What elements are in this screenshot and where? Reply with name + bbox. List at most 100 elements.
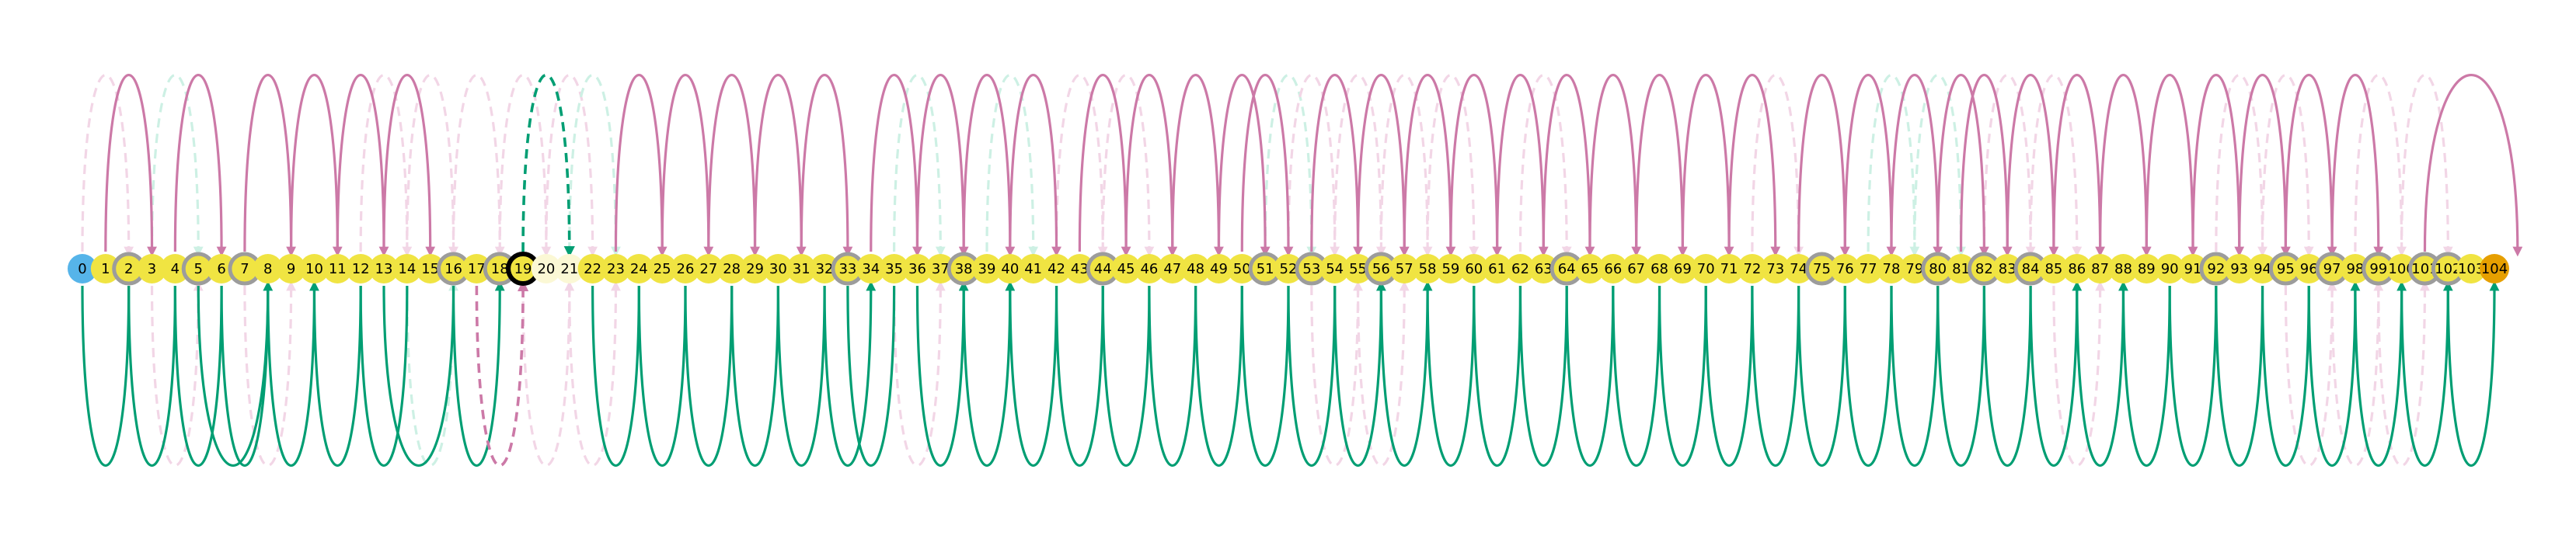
node-label: 82 (1975, 261, 1993, 277)
node-label: 95 (2277, 261, 2295, 277)
node-circle (1783, 254, 1814, 283)
bottom-arc (220, 280, 274, 467)
node-label: 59 (1441, 261, 1459, 277)
node-label: 5 (194, 261, 203, 277)
node-label: 80 (1929, 261, 1947, 277)
bottom-arc (267, 280, 319, 467)
node-87: 87 (2085, 254, 2115, 283)
node-circle (1737, 254, 1767, 283)
node-24: 24 (624, 254, 654, 283)
bottom-arc (173, 285, 223, 467)
top-arc (2145, 73, 2198, 257)
node-circle (972, 254, 1002, 283)
node-12: 12 (346, 254, 376, 283)
node-label: 85 (2044, 261, 2062, 277)
node-label: 49 (1210, 261, 1228, 277)
node-67: 67 (1621, 254, 1651, 283)
top-arc-faded (1101, 73, 1155, 257)
node-circle (1853, 254, 1884, 283)
bottom-arc (637, 285, 687, 467)
bottom-arc (127, 285, 176, 467)
node-0: 0 (68, 254, 97, 283)
node-label: 79 (1905, 261, 1923, 277)
node-72: 72 (1737, 254, 1767, 283)
node-label: 73 (1766, 261, 1784, 277)
node-71: 71 (1714, 254, 1745, 283)
node-65: 65 (1575, 254, 1605, 283)
top-arc-faded (1982, 73, 2036, 257)
node-circle (1435, 254, 1466, 283)
node-14: 14 (392, 254, 422, 283)
node-circle (1691, 254, 1721, 283)
node-label: 76 (1836, 261, 1854, 277)
node-label: 104 (2481, 261, 2508, 277)
node-circle (1227, 254, 1257, 283)
top-arc-faded (2400, 73, 2453, 257)
node-38: 38 (946, 252, 981, 286)
node-label: 11 (329, 261, 347, 277)
top-arc (1171, 73, 1224, 257)
node-label: 102 (2435, 261, 2461, 277)
top-arc-faded (2029, 73, 2083, 257)
node-8: 8 (253, 254, 283, 283)
top-arc (173, 73, 227, 257)
node-circle (1111, 254, 1142, 283)
bottom-arc (2446, 280, 2500, 467)
node-circle (1482, 254, 1512, 283)
node-circle (207, 254, 237, 283)
node-label: 4 (171, 261, 180, 277)
node-circle (137, 254, 167, 283)
node-circle (693, 254, 723, 283)
bottom-arc (1612, 285, 1661, 467)
node-label: 68 (1651, 261, 1668, 277)
node-30: 30 (763, 254, 793, 283)
bottom-arc (776, 285, 826, 467)
node-9: 9 (276, 254, 306, 283)
top-arc (336, 73, 389, 257)
top-arc (1356, 73, 1410, 257)
node-label: 15 (421, 261, 439, 277)
node-100: 100 (2386, 254, 2417, 283)
node-label: 84 (2022, 261, 2040, 277)
top-arc (1496, 73, 1549, 257)
node-4: 4 (160, 254, 190, 283)
node-label: 20 (537, 261, 555, 277)
node-42: 42 (1041, 254, 1072, 283)
bottom-arc (1287, 285, 1337, 467)
top-arc-faded (498, 73, 552, 257)
node-circle (2038, 254, 2069, 283)
node-circle (90, 254, 120, 283)
bottom-arc-faded (521, 280, 575, 467)
bottom-arc (2261, 285, 2310, 467)
node-label: 1 (101, 261, 110, 277)
top-arc-faded (2354, 73, 2407, 257)
node-label: 47 (1163, 261, 1181, 277)
node-label: 43 (1071, 261, 1089, 277)
node-label: 24 (630, 261, 648, 277)
top-arc-faded (545, 73, 598, 257)
bottom-arc-faded (568, 280, 621, 467)
node-circle (1760, 254, 1790, 283)
node-103: 103 (2456, 254, 2487, 283)
node-label: 10 (305, 261, 323, 277)
bottom-arc (2029, 280, 2083, 467)
top-arc (800, 73, 853, 257)
node-label: 61 (1488, 261, 1506, 277)
node-86: 86 (2062, 254, 2092, 283)
top-arc (1542, 73, 1595, 257)
node-99: 99 (2362, 252, 2396, 286)
node-circle (2085, 254, 2115, 283)
node-circle (810, 254, 840, 283)
top-arc-faded (406, 73, 458, 257)
bottom-arc (382, 285, 455, 467)
node-label: 98 (2346, 261, 2364, 277)
node-circle (369, 254, 399, 283)
node-circle (1459, 254, 1489, 283)
node-58: 58 (1413, 254, 1443, 283)
bottom-arc (1240, 285, 1290, 467)
bottom-arc (81, 285, 131, 467)
bottom-arc (451, 280, 505, 467)
bottom-arc-faded (406, 280, 458, 467)
node-circle (68, 254, 97, 283)
